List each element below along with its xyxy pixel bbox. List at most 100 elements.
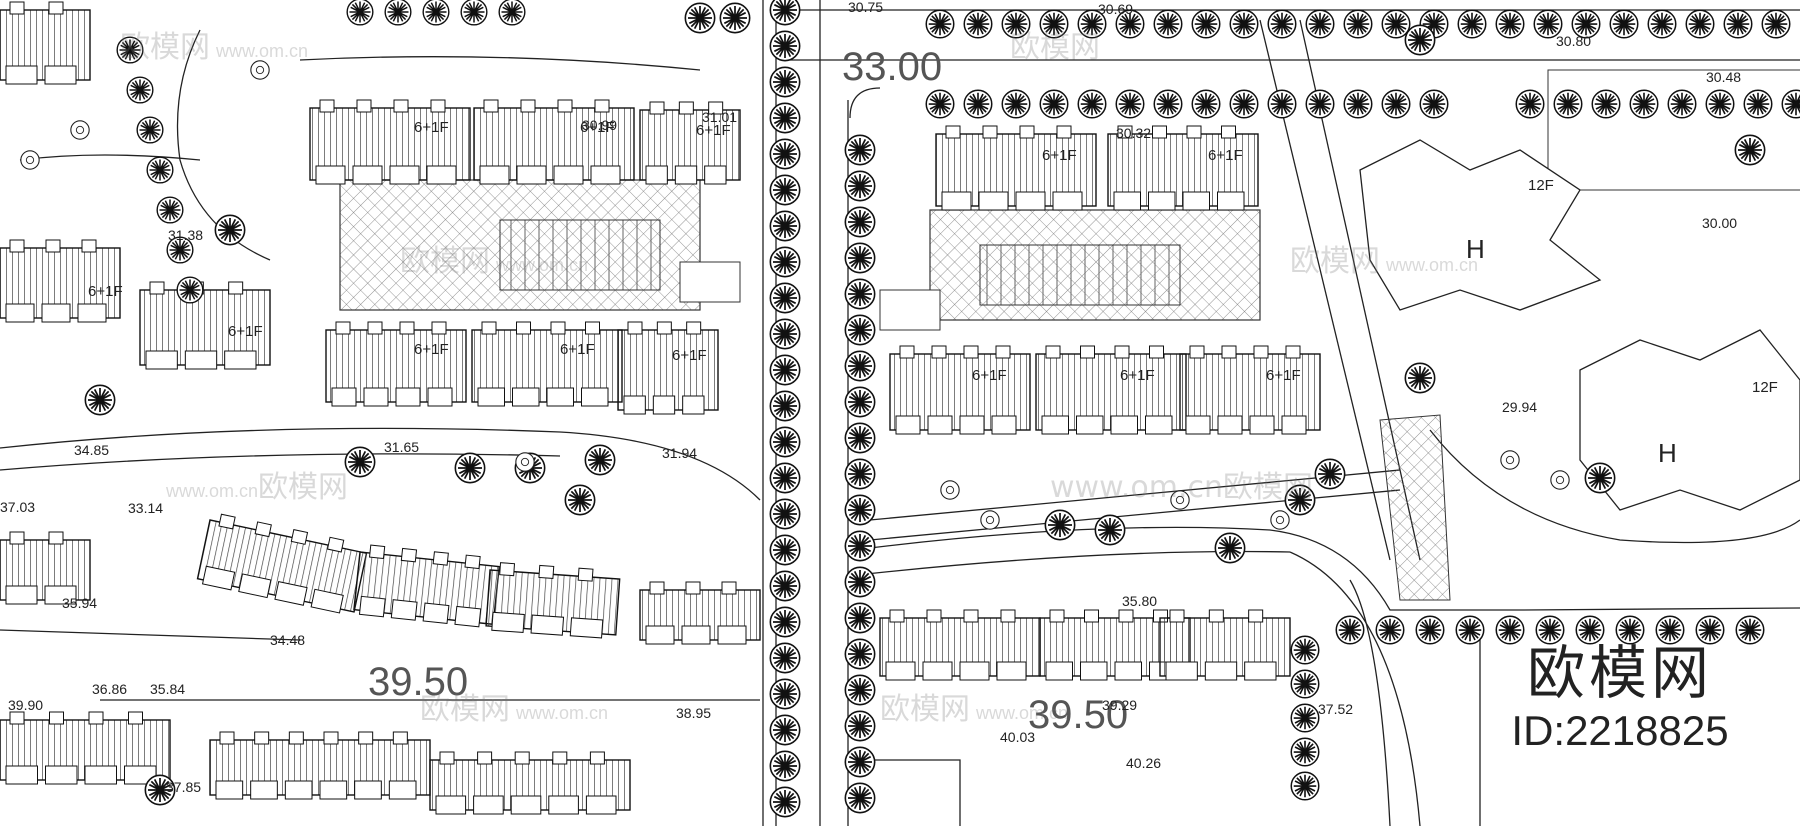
labels: 33.00 39.50 39.50 30.75 30.69 30.80 30.4… — [0, 0, 1778, 795]
tree-icon — [769, 0, 801, 26]
unit-balcony — [1114, 661, 1142, 681]
unit-balcony — [124, 765, 157, 785]
tree-icon — [1553, 89, 1583, 119]
tree-icon — [422, 0, 450, 26]
tree-icon — [1077, 89, 1107, 119]
unit-stair — [48, 531, 64, 545]
unit-stair — [708, 101, 724, 115]
tree-icon — [156, 196, 184, 224]
unit-balcony — [512, 387, 540, 407]
tree-icon — [1305, 89, 1335, 119]
unit-balcony — [590, 165, 621, 185]
floor-label: 6+1F — [672, 347, 707, 364]
tree-icon — [1404, 362, 1436, 394]
plazas — [339, 69, 1800, 601]
unit-balcony — [1217, 415, 1243, 435]
residential-block — [325, 321, 467, 407]
tree-icon — [844, 530, 876, 562]
unit-stair — [400, 547, 418, 563]
unit-stair — [945, 125, 961, 139]
unit-stair — [358, 731, 374, 745]
tower-12f — [1359, 139, 1602, 311]
unit-stair — [1056, 125, 1072, 139]
road-line — [1349, 579, 1391, 826]
unit-balcony — [1249, 415, 1275, 435]
residential-block — [485, 562, 621, 639]
tree-icon — [1647, 9, 1677, 39]
unit-balcony — [435, 795, 467, 815]
unit-balcony — [1041, 415, 1069, 435]
tree-icon — [769, 210, 801, 242]
residential-block — [0, 711, 171, 785]
spot-elevation: 40.03 — [1000, 729, 1035, 745]
unit-balcony — [717, 625, 747, 645]
tree-icon — [844, 566, 876, 598]
unit-stair — [149, 281, 165, 295]
tree-icon — [1343, 89, 1373, 119]
tree-icon — [1290, 703, 1320, 733]
tree-icon — [1191, 9, 1221, 39]
residential-block — [471, 321, 623, 407]
unit-balcony — [473, 795, 504, 815]
unit-stair — [557, 99, 573, 113]
unit-balcony — [516, 165, 547, 185]
residential-block — [0, 239, 121, 323]
unit-balcony — [959, 415, 985, 435]
tree-icon — [214, 214, 246, 246]
tree-icon — [769, 570, 801, 602]
entry-ramp — [879, 289, 941, 331]
unit-balcony — [224, 350, 257, 370]
unit-stair — [219, 731, 235, 745]
residential-block — [617, 321, 719, 415]
brand-logo: 欧模网 ID:2218825 — [1500, 640, 1740, 756]
unit-stair — [88, 711, 104, 725]
unit-stair — [335, 321, 351, 335]
tree-icon — [454, 452, 486, 484]
tree-icon — [1229, 89, 1259, 119]
watermark: www.om.cn欧模网 — [166, 470, 349, 505]
tree-icon — [925, 9, 955, 39]
tree-icon — [1609, 9, 1639, 39]
tree-icon — [136, 116, 164, 144]
tree-icon — [844, 422, 876, 454]
road-line — [869, 469, 1401, 521]
floor-label: 6+1F — [560, 341, 595, 358]
tower-12f — [1579, 329, 1800, 511]
unit-balcony — [1148, 191, 1176, 211]
floor-label: 6+1F — [1120, 367, 1155, 384]
spot-elevation: 31.38 — [168, 227, 203, 243]
tree-icon — [769, 138, 801, 170]
road-line — [0, 629, 301, 641]
unit-balcony — [5, 65, 38, 85]
unit-balcony — [674, 165, 698, 185]
unit-balcony — [941, 191, 972, 211]
unit-balcony — [315, 165, 346, 185]
unit-stair — [627, 321, 643, 335]
tree-icon — [769, 102, 801, 134]
unit-stair — [889, 609, 905, 623]
tree-icon — [1515, 89, 1545, 119]
tree-icon — [769, 390, 801, 422]
residential-block — [209, 731, 431, 800]
unit-stair — [1253, 345, 1269, 359]
unit-balcony — [885, 661, 916, 681]
unit-stair — [1149, 345, 1164, 359]
tree-icon — [980, 510, 1000, 530]
tree-icon — [20, 150, 40, 170]
unit-stair — [931, 345, 947, 359]
unit-balcony — [1145, 415, 1173, 435]
unit-stair — [1248, 609, 1264, 623]
tree-icon — [769, 462, 801, 494]
residential-block — [1179, 345, 1321, 435]
unit-balcony — [1113, 191, 1141, 211]
podium-outline — [1547, 69, 1800, 191]
unit-balcony — [44, 585, 77, 605]
tree-icon — [1734, 134, 1766, 166]
unit-stair — [1221, 345, 1237, 359]
tree-icon — [1191, 89, 1221, 119]
unit-stair — [1186, 125, 1202, 139]
floor-label: 12F — [1528, 177, 1554, 194]
tree-icon — [1214, 532, 1246, 564]
tree-icon — [963, 9, 993, 39]
tree-icon — [769, 786, 801, 818]
